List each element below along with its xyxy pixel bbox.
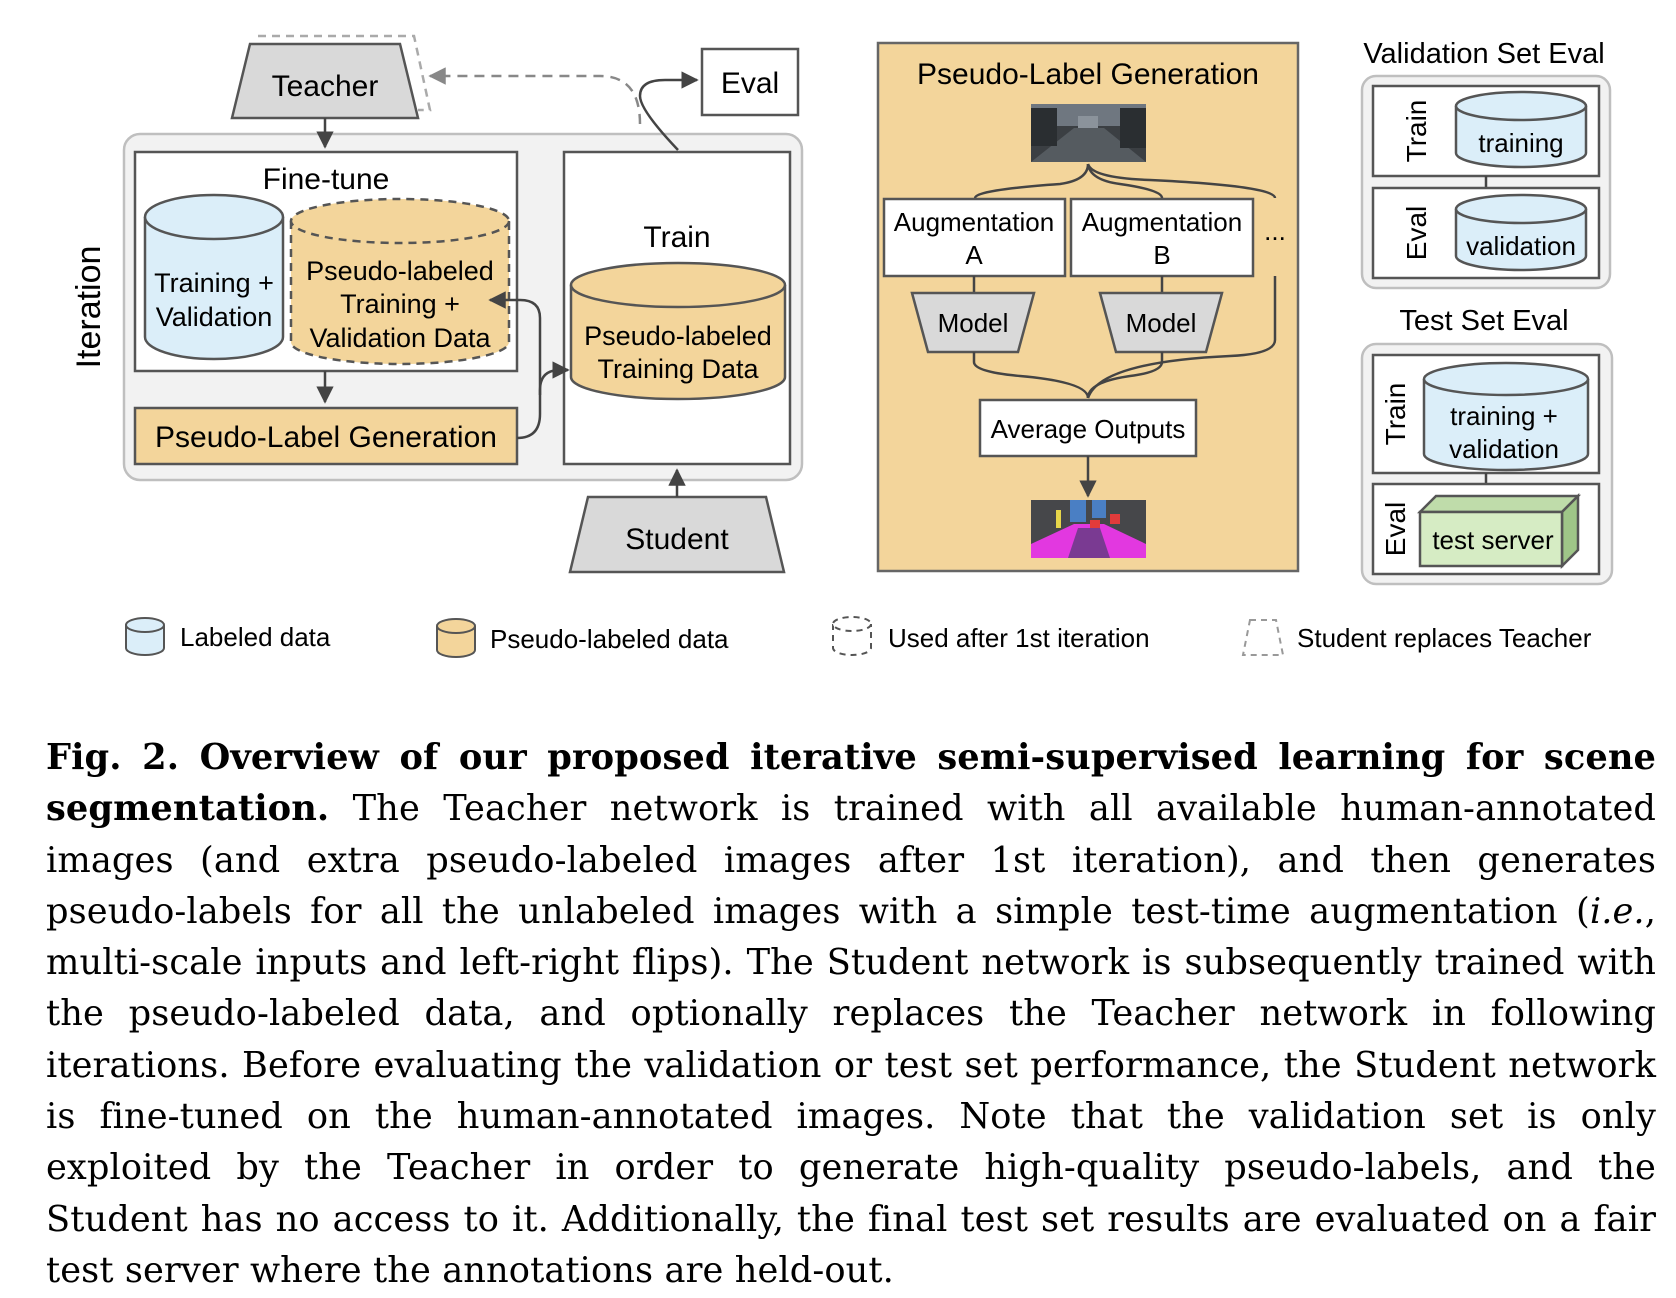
model-a-to-average [972,352,1090,399]
augmentation-a-line1: Augmentation [894,207,1054,237]
image-to-aug-b [1086,163,1164,199]
pseudo-label-generation-label: Pseudo-Label Generation [155,421,497,454]
val-train-cylinder: training [1454,90,1588,169]
legend: Labeled data Pseudo-labeled data Used af… [125,616,1592,658]
image-to-ellipsis [1086,163,1277,199]
legend-dashed-cylinder-icon [832,616,872,656]
model-b-label: Model [1126,308,1197,338]
test-train-db-line1: training + [1450,401,1558,431]
train-to-eval-arrow [638,71,699,151]
legend-labeled-text: Labeled data [180,622,331,652]
test-set-eval-title: Test Set Eval [1399,305,1568,337]
caption-italic: i.e. [1589,890,1645,932]
pseudo-db-line1: Pseudo-labeled [306,256,494,286]
test-server-box: test server [1416,492,1582,570]
augmentation-a-line2: A [965,240,983,270]
train-title: Train [643,221,710,254]
legend-labeled-icon [125,617,165,656]
augmentation-b-box [1069,197,1255,278]
val-eval-cylinder: validation [1454,193,1588,272]
iteration-label: Iteration [70,246,108,369]
legend-pseudo-icon [436,618,476,658]
pseudo-db-line2: Training + [340,289,460,319]
test-server-label: test server [1432,525,1554,555]
augmentation-ellipsis: ... [1264,216,1286,246]
val-train-label: Train [1401,100,1432,163]
figure-caption: Fig. 2. Overview of our proposed iterati… [46,732,1656,1296]
caption-bold: Fig. 2. Overview of our proposed iterati… [46,737,1656,830]
average-outputs-label: Average Outputs [991,414,1186,444]
train-db-line2: Training Data [597,354,759,384]
replace-dashed-arrow [428,67,642,125]
left-panel: Teacher Eval Iteration Fine-tune Trainin… [70,34,804,574]
model-a-label: Model [938,308,1009,338]
labeled-db-line2: Validation [156,302,273,332]
labeled-data-cylinder: Training + Validation [143,193,285,361]
student-label: Student [625,523,729,556]
val-eval-label: Eval [1401,206,1432,260]
figure-diagram: Teacher Eval Iteration Fine-tune Trainin… [70,34,1614,658]
test-eval-label: Eval [1380,502,1411,556]
caption-text-2: , multi-scale inputs and left-right flip… [46,890,1656,1291]
finetune-title: Fine-tune [263,163,390,196]
augmentation-a-box [882,197,1067,278]
train-pseudo-cylinder: Pseudo-labeled Training Data [569,261,787,401]
model-a-shape [910,291,1036,354]
augmentation-b-line1: Augmentation [1082,207,1242,237]
output-segmentation-image [1031,500,1146,558]
input-street-image [1031,104,1146,162]
student-shape [568,495,786,574]
legend-pseudo-text: Pseudo-labeled data [490,624,729,654]
pseudo-label-generation-box [133,406,519,466]
eval-box [700,47,800,117]
test-train-cylinder: training + validation [1422,361,1590,472]
pseudo-labeled-cylinder: Pseudo-labeled Training + Validation Dat… [289,197,511,366]
eval-label: Eval [721,67,779,100]
legend-replaces-text: Student replaces Teacher [1297,623,1592,653]
teacher-shape [230,42,420,120]
test-train-label: Train [1380,383,1411,446]
pseudo-db-line3: Validation Data [309,323,491,353]
train-db-line1: Pseudo-labeled [584,321,772,351]
augmentation-b-line2: B [1153,240,1170,270]
ellipsis-to-average [1086,339,1277,399]
right-panel: Validation Set Eval Train training Eval … [1360,38,1614,586]
legend-replaces-icon [1241,619,1285,656]
teacher-label: Teacher [272,70,379,103]
plg-panel-title: Pseudo-Label Generation [917,58,1259,91]
val-eval-db: validation [1466,231,1576,261]
plg-to-pseudo-arrow [488,291,542,395]
labeled-db-line1: Training + [154,268,274,298]
legend-after-first-text: Used after 1st iteration [888,623,1150,653]
teacher-ghost-shape [258,34,432,112]
val-train-db: training [1478,128,1563,158]
average-outputs-box [978,398,1198,458]
image-to-aug-a [973,163,1090,199]
test-train-db-line2: validation [1449,434,1559,464]
val-set-eval-title: Validation Set Eval [1363,38,1604,70]
middle-panel: Pseudo-Label Generation Augmentation A A… [876,41,1300,573]
caption-text-1: The Teacher network is trained with all … [46,788,1656,932]
model-b-shape [1098,291,1224,354]
